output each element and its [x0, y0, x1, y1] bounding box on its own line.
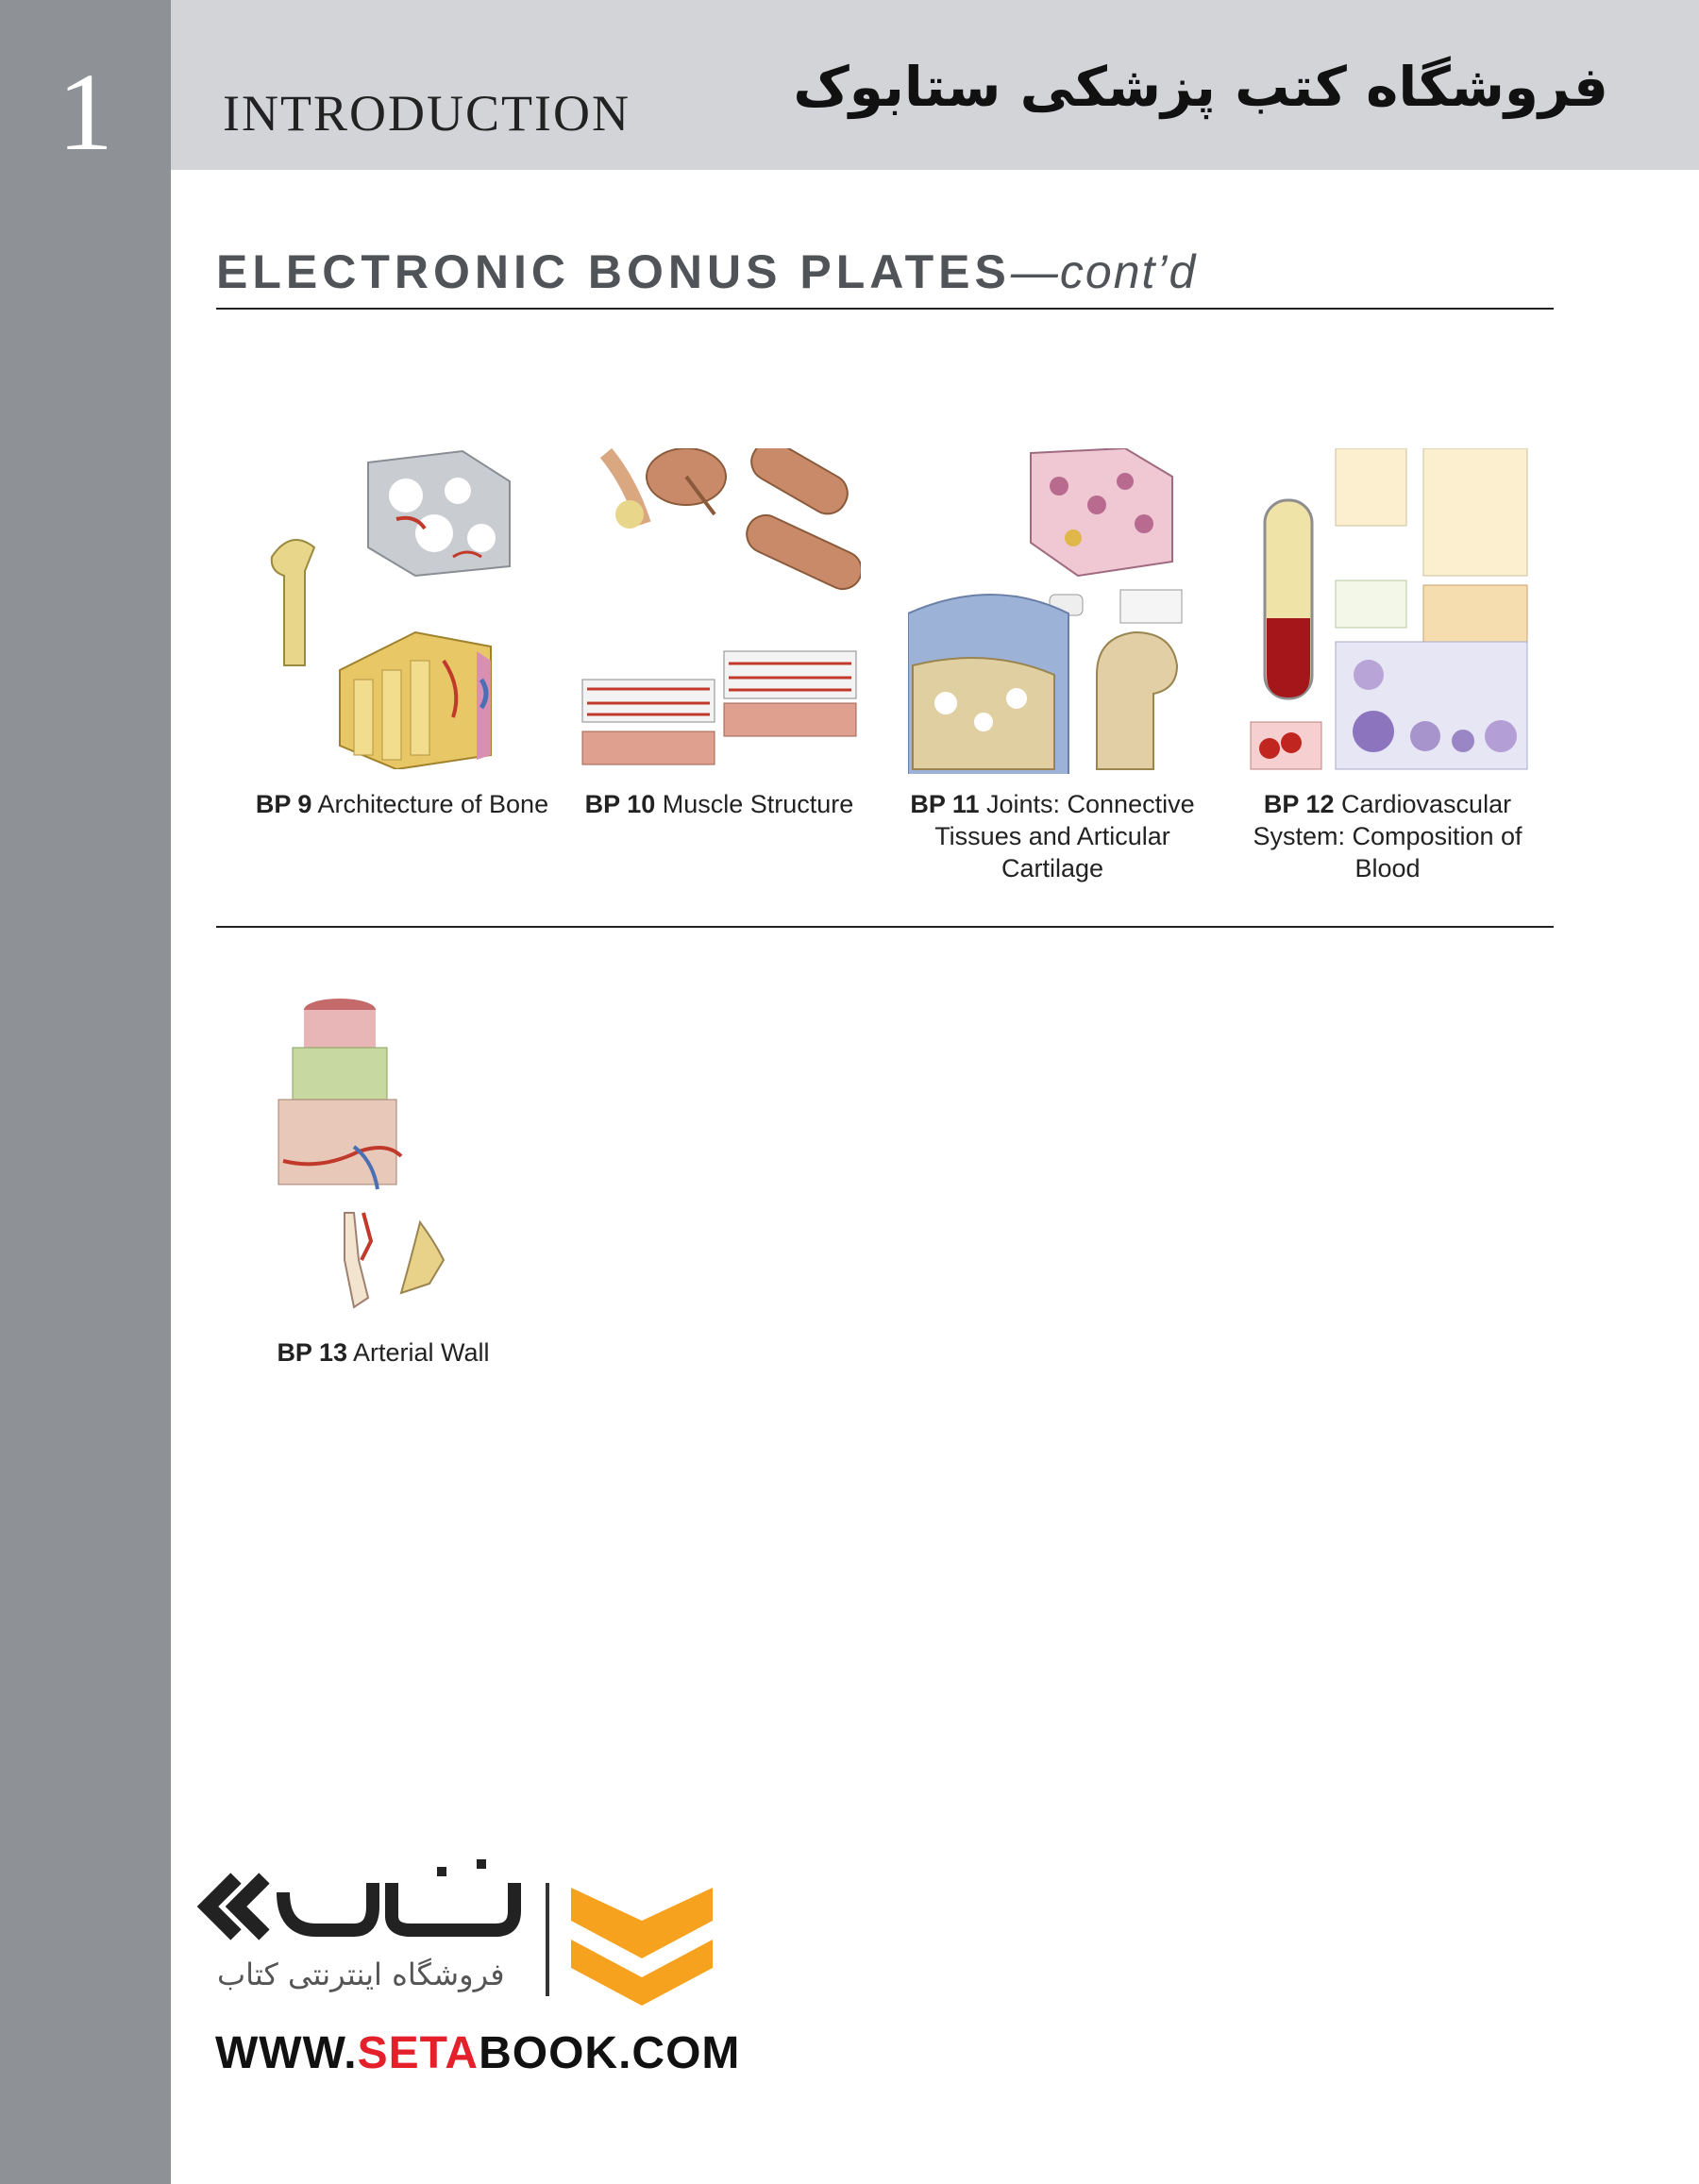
section-heading: ELECTRONIC BONUS PLATES—cont’d [216, 248, 1197, 295]
section-divider [216, 926, 1554, 928]
plate-bp9-title: Architecture of Bone [317, 790, 549, 818]
page-header: INTRODUCTION فروشگاه کتب پزشکی ستابوک [171, 0, 1699, 170]
logo-url: WWW.SETABOOK.COM [215, 2031, 740, 2076]
heading-rule [216, 308, 1554, 310]
section-heading-suffix: —cont’d [1010, 245, 1198, 298]
plate-bp13-title: Arterial Wall [353, 1338, 490, 1367]
plate-bp13-illustration [269, 996, 505, 1321]
setabook-logo [193, 1859, 732, 2105]
plate-bp9-caption: BP 9 Architecture of Bone [223, 788, 581, 820]
chapter-sidebar: 1 [0, 0, 171, 2184]
plate-bp11-id: BP 11 [910, 790, 980, 818]
plate-bp9-illustration [255, 444, 519, 769]
plate-bp11-illustration [908, 448, 1201, 774]
plate-bp12-title: Cardiovascular System: Composition of Bl… [1253, 790, 1522, 882]
logo-url-highlight: SETA [357, 2028, 479, 2078]
plate-bp12-caption: BP 12 Cardiovascular System: Composition… [1241, 788, 1534, 884]
logo-tagline: فروشگاه اینترنتی کتاب [217, 1957, 505, 1992]
chapter-title: INTRODUCTION [223, 85, 631, 142]
plate-bp13-caption: BP 13 Arterial Wall [242, 1336, 525, 1369]
plate-bp12-illustration [1246, 448, 1529, 774]
plate-bp11-title: Joints: Connective Tissues and Articular… [934, 790, 1195, 882]
plate-bp13-id: BP 13 [277, 1338, 347, 1367]
logo-url-prefix: WWW. [215, 2028, 358, 2078]
store-name: فروشگاه کتب پزشکی ستابوک [793, 55, 1608, 119]
plate-bp9-id: BP 9 [255, 790, 312, 818]
plate-bp10-illustration [578, 448, 861, 774]
plate-bp10-caption: BP 10 Muscle Structure [549, 788, 889, 820]
plate-bp10-title: Muscle Structure [662, 790, 854, 818]
plate-bp11-caption: BP 11 Joints: Connective Tissues and Art… [887, 788, 1218, 884]
section-heading-text: ELECTRONIC BONUS PLATES [216, 245, 1011, 298]
chapter-number: 1 [58, 50, 113, 174]
plate-bp10-id: BP 10 [584, 790, 656, 818]
logo-url-suffix: BOOK.COM [479, 2028, 741, 2078]
plate-bp12-id: BP 12 [1263, 790, 1335, 818]
